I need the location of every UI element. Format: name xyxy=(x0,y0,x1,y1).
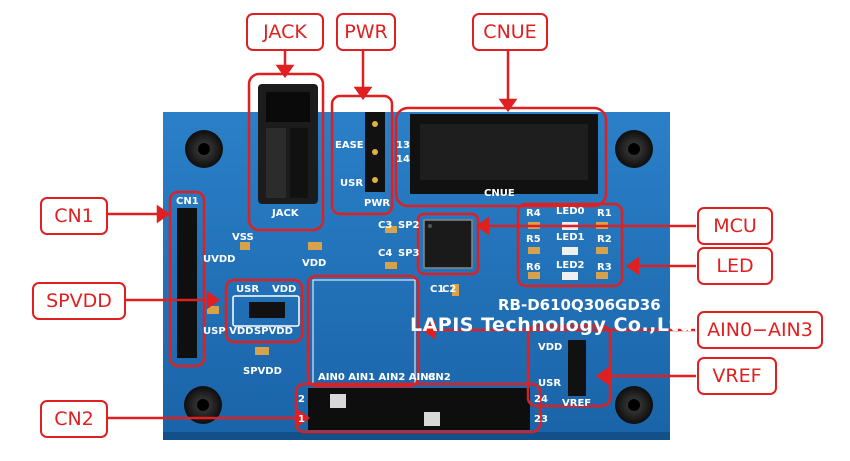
silk-vref-label: VREF xyxy=(562,398,592,409)
silk-r1-label: R1 xyxy=(597,208,612,219)
silk-part-number: RB-D610Q306GD36 xyxy=(498,296,661,314)
mcu-chip xyxy=(423,219,473,269)
callout-spvdd: SPVDD xyxy=(32,282,126,320)
silk-ease-label: EASE xyxy=(335,140,364,151)
cn1-highlight xyxy=(168,190,206,368)
silk-24-label: 24 xyxy=(534,394,548,405)
rubber-feet xyxy=(184,130,653,424)
led-highlight xyxy=(516,202,624,288)
silk-vdd-vref-label: VDD xyxy=(538,342,563,353)
cn2-highlight xyxy=(294,382,542,434)
cn2-header xyxy=(308,388,530,430)
mcu-highlight xyxy=(416,212,480,276)
vref-highlight xyxy=(526,324,612,408)
cnue-highlight xyxy=(394,106,608,208)
vref-jumper xyxy=(568,340,586,396)
cn1-header xyxy=(177,208,197,358)
silk-14-label: 14 xyxy=(396,154,410,165)
callout-cn1: CN1 xyxy=(40,197,108,235)
silk-pwr-label: PWR xyxy=(364,198,391,209)
spvdd-switch xyxy=(232,295,300,327)
silk-usp-vdd-label: USP VDD xyxy=(203,326,254,337)
silk-led2-label: LED2 xyxy=(556,260,585,271)
silk-company-name: LAPIS Technology Co.,Ltd. xyxy=(410,314,701,336)
silk-r2-label: R2 xyxy=(597,234,612,245)
silk-c1-label: C1 xyxy=(430,284,445,295)
silk-13-label: 13 xyxy=(396,140,410,151)
callout-led: LED xyxy=(697,247,773,285)
silk-cnue-label: CNUE xyxy=(484,188,515,199)
silk-vdd-mid-label: VDD xyxy=(302,258,327,269)
passive-components xyxy=(207,226,459,355)
silk-led1-label: LED1 xyxy=(556,232,585,243)
callout-vref: VREF xyxy=(697,357,777,395)
silk-2-label: 2 xyxy=(298,394,305,405)
silk-r3-label: R3 xyxy=(597,262,612,273)
silk-c4-label: C4 xyxy=(378,248,393,259)
silk-r5-label: R5 xyxy=(526,234,541,245)
ain-highlight xyxy=(306,274,420,388)
silk-jack-label: JACK xyxy=(272,208,299,219)
audio-jack xyxy=(258,84,318,204)
silk-led0-label: LED0 xyxy=(556,206,585,217)
cnue-header xyxy=(410,114,598,194)
silk-usr-sp-label: USR xyxy=(236,284,260,295)
callout-pwr: PWR xyxy=(336,13,396,51)
silk-spvdd-box-label: SPVDD xyxy=(254,326,293,337)
callout-jack: JACK xyxy=(246,13,324,51)
silk-c3-label: C3 xyxy=(378,220,393,231)
callout-ain: AIN0−AIN3 xyxy=(697,311,823,349)
pcb-edge-shadow xyxy=(163,432,670,440)
silk-vss-label: VSS xyxy=(232,232,254,243)
silk-1-label: 1 xyxy=(298,414,305,425)
silk-spvdd-label: SPVDD xyxy=(243,366,282,377)
silk-uvdd-label: UVDD xyxy=(203,254,236,265)
silk-c2-label: C2 xyxy=(442,284,457,295)
callout-cn2: CN2 xyxy=(40,400,108,438)
callout-arrows xyxy=(108,50,696,428)
spvdd-highlight xyxy=(224,278,304,344)
silk-sp3-label: SP3 xyxy=(398,248,420,259)
silk-cn2-label: CN2 xyxy=(428,372,451,383)
silk-23-label: 23 xyxy=(534,414,548,425)
pwr-jumper xyxy=(365,112,385,192)
silk-ain-labels: AIN0 AIN1 AIN2 AIN3 xyxy=(318,372,436,383)
silk-usr-pwr-label: USR xyxy=(340,178,364,189)
callout-mcu: MCU xyxy=(697,207,773,245)
silk-cn1-label: CN1 xyxy=(176,196,199,207)
silk-usr-vref-label: USR xyxy=(538,378,562,389)
silk-r4-label: R4 xyxy=(526,208,541,219)
callout-cnue: CNUE xyxy=(472,13,548,51)
silk-vdd-sp-label: VDD xyxy=(272,284,297,295)
silk-sp2-label: SP2 xyxy=(398,220,420,231)
silk-r6-label: R6 xyxy=(526,262,541,273)
